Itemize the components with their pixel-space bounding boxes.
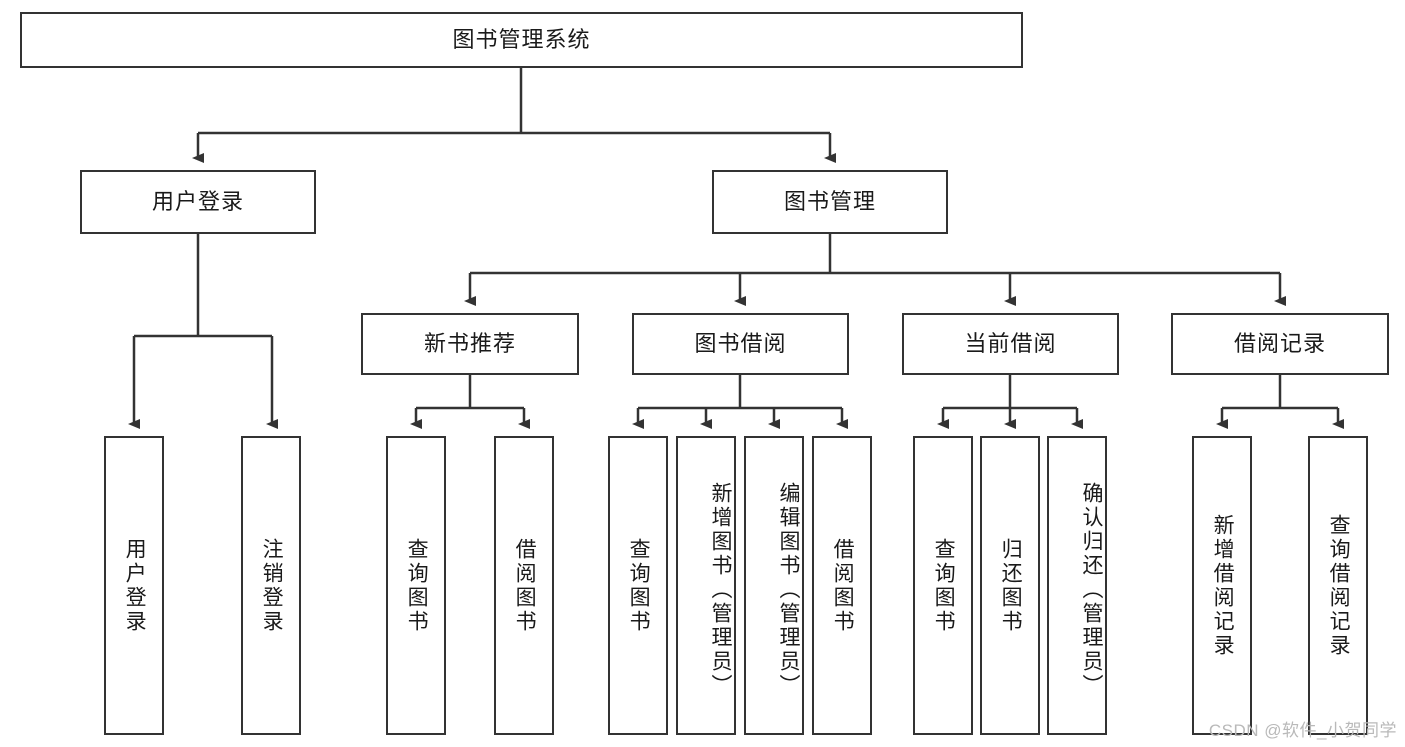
node-user-login[interactable]: 用户登录: [80, 170, 316, 234]
node-current-borrow[interactable]: 当前借阅: [902, 313, 1119, 375]
leaf-current-query-book[interactable]: 查询图书: [913, 436, 973, 735]
leaf-user-login-signin[interactable]: 用户登录: [104, 436, 164, 735]
leaf-record-query-borrow-record[interactable]: 查询借阅记录: [1308, 436, 1368, 735]
node-book-borrow[interactable]: 图书借阅: [632, 313, 849, 375]
node-book-management[interactable]: 图书管理: [712, 170, 948, 234]
leaf-current-return-book[interactable]: 归还图书: [980, 436, 1040, 735]
leaf-current-confirm-return-admin[interactable]: 确认归还（管理员）: [1047, 436, 1107, 735]
node-root-book-management-system[interactable]: 图书管理系统: [20, 12, 1023, 68]
watermark-text: CSDN @软件_小贺同学: [1208, 721, 1397, 740]
leaf-borrow-query-book[interactable]: 查询图书: [608, 436, 668, 735]
leaf-new-book-query[interactable]: 查询图书: [386, 436, 446, 735]
node-borrow-record[interactable]: 借阅记录: [1171, 313, 1389, 375]
leaf-record-add-borrow-record[interactable]: 新增借阅记录: [1192, 436, 1252, 735]
leaf-borrow-add-book-admin[interactable]: 新增图书（管理员）: [676, 436, 736, 735]
node-new-book-recommend[interactable]: 新书推荐: [361, 313, 579, 375]
leaf-new-book-borrow[interactable]: 借阅图书: [494, 436, 554, 735]
leaf-borrow-edit-book-admin[interactable]: 编辑图书（管理员）: [744, 436, 804, 735]
leaf-borrow-borrow-book[interactable]: 借阅图书: [812, 436, 872, 735]
leaf-user-login-signout[interactable]: 注销登录: [241, 436, 301, 735]
